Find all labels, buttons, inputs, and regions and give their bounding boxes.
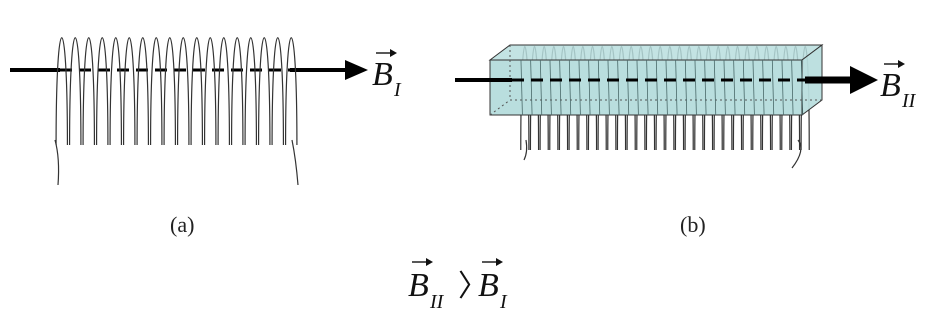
coil-b-front-strand — [539, 59, 543, 116]
vector-arrowhead-b — [898, 60, 905, 68]
coil-b-front — [520, 59, 804, 116]
relation: B II 〉 B I — [408, 258, 508, 313]
coil-a-turn — [230, 37, 244, 146]
core-hidden-edge-3 — [489, 99, 511, 116]
relation-left-symbol: B — [408, 267, 429, 304]
coil-b-front-strand — [694, 59, 697, 116]
coil-b-front-strand — [752, 59, 755, 116]
coil-b-front-strand — [655, 59, 659, 116]
lead-right-a — [291, 139, 299, 186]
coil-b-front-strand — [771, 59, 775, 116]
coil-a-turn — [136, 37, 150, 146]
coil-b-front-strand — [568, 59, 572, 116]
coil-b-front-strand — [646, 59, 649, 116]
coil-a-turn — [95, 37, 109, 146]
caption-b: (b) — [680, 212, 706, 237]
arrowhead-a — [345, 60, 368, 80]
coil-b-front-strand — [559, 59, 562, 116]
coil-b-front-strand — [578, 59, 581, 116]
coil-a-turn — [257, 37, 271, 146]
coil-b-front-strand — [713, 59, 717, 116]
coil-b-front-strand — [800, 59, 804, 116]
b-subscript-a: I — [393, 79, 402, 101]
coil-b-front-strand — [636, 59, 639, 116]
relation-right-symbol: B — [478, 267, 499, 304]
core-top-face — [488, 44, 824, 61]
coil-b-front-strand — [588, 59, 591, 116]
panel-a: B I (a) — [10, 37, 402, 237]
coil-a — [55, 37, 298, 146]
caption-a: (a) — [170, 212, 194, 237]
panel-b: B II (b) — [455, 44, 917, 237]
coil-a-turn — [190, 37, 204, 146]
coil-b-front-strand — [684, 59, 688, 116]
b-subscript-b: II — [901, 90, 917, 112]
coil-b-front-strand — [617, 59, 620, 116]
coil-b-front-strand — [597, 59, 601, 116]
lead-left-b — [523, 139, 528, 161]
arrowhead-b — [850, 66, 878, 94]
vector-arrowhead-rel-left — [426, 258, 433, 266]
lead-right-b — [791, 139, 802, 169]
coil-b-front-strand — [781, 59, 784, 116]
field-label-b: B II — [880, 60, 917, 112]
coil-b-front-strand — [530, 59, 533, 116]
coil-a-turn — [244, 37, 258, 146]
coil-b-front-strand — [762, 59, 765, 116]
coil-b-front-strand — [791, 59, 794, 116]
coil-a-turn — [149, 37, 163, 146]
coil-a-turn — [109, 37, 123, 146]
coil-b-front-strand — [520, 59, 523, 116]
field-label-a: B I — [372, 49, 402, 101]
relation-right-subscript: I — [499, 291, 508, 313]
coil-a-turn — [122, 37, 136, 146]
coil-b-front-strand — [733, 59, 736, 116]
coil-a-turn — [82, 37, 96, 146]
vector-arrowhead-a — [390, 49, 397, 57]
coil-b-front-strand — [626, 59, 630, 116]
vector-arrowhead-rel-right — [496, 258, 503, 266]
coil-b-front-strand — [742, 59, 746, 116]
coil-a-turn — [55, 37, 69, 146]
coil-a-turn — [176, 37, 190, 146]
core-front-face — [489, 59, 803, 116]
coil-a-turn — [203, 37, 217, 146]
coil-b-front-strand — [665, 59, 668, 116]
coil-a-turn — [68, 37, 82, 146]
relation-operator: 〉 — [458, 269, 488, 304]
coil-a-turn — [217, 37, 231, 146]
coil-b-front-strand — [675, 59, 678, 116]
coil-b-front-strand — [723, 59, 726, 116]
coil-a-turn — [284, 37, 298, 146]
relation-left-subscript: II — [429, 291, 445, 313]
coil-b-front-strand — [607, 59, 610, 116]
coil-b-front-strand — [704, 59, 707, 116]
coil-a-turn — [271, 37, 285, 146]
coil-a-turn — [163, 37, 177, 146]
b-symbol-b: B — [880, 67, 901, 104]
coil-b-front-strand — [549, 59, 552, 116]
lead-left-a — [54, 139, 60, 186]
b-symbol-a: B — [372, 56, 393, 93]
